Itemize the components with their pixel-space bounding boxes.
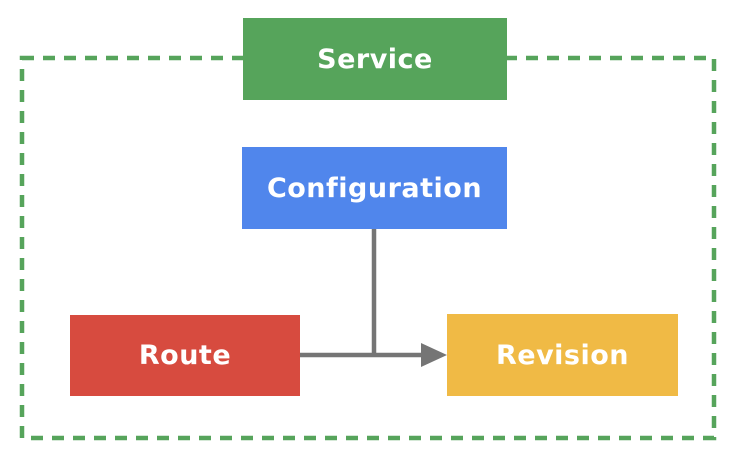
- configuration-label: Configuration: [266, 172, 483, 204]
- service-node: Service: [243, 18, 507, 100]
- revision-label: Revision: [495, 339, 630, 371]
- route-label: Route: [138, 340, 232, 371]
- configuration-node: Configuration: [242, 147, 507, 229]
- revision-node: Revision: [447, 314, 678, 396]
- service-label: Service: [317, 43, 433, 75]
- route-node: Route: [70, 315, 300, 396]
- arrowhead-icon: [421, 343, 447, 367]
